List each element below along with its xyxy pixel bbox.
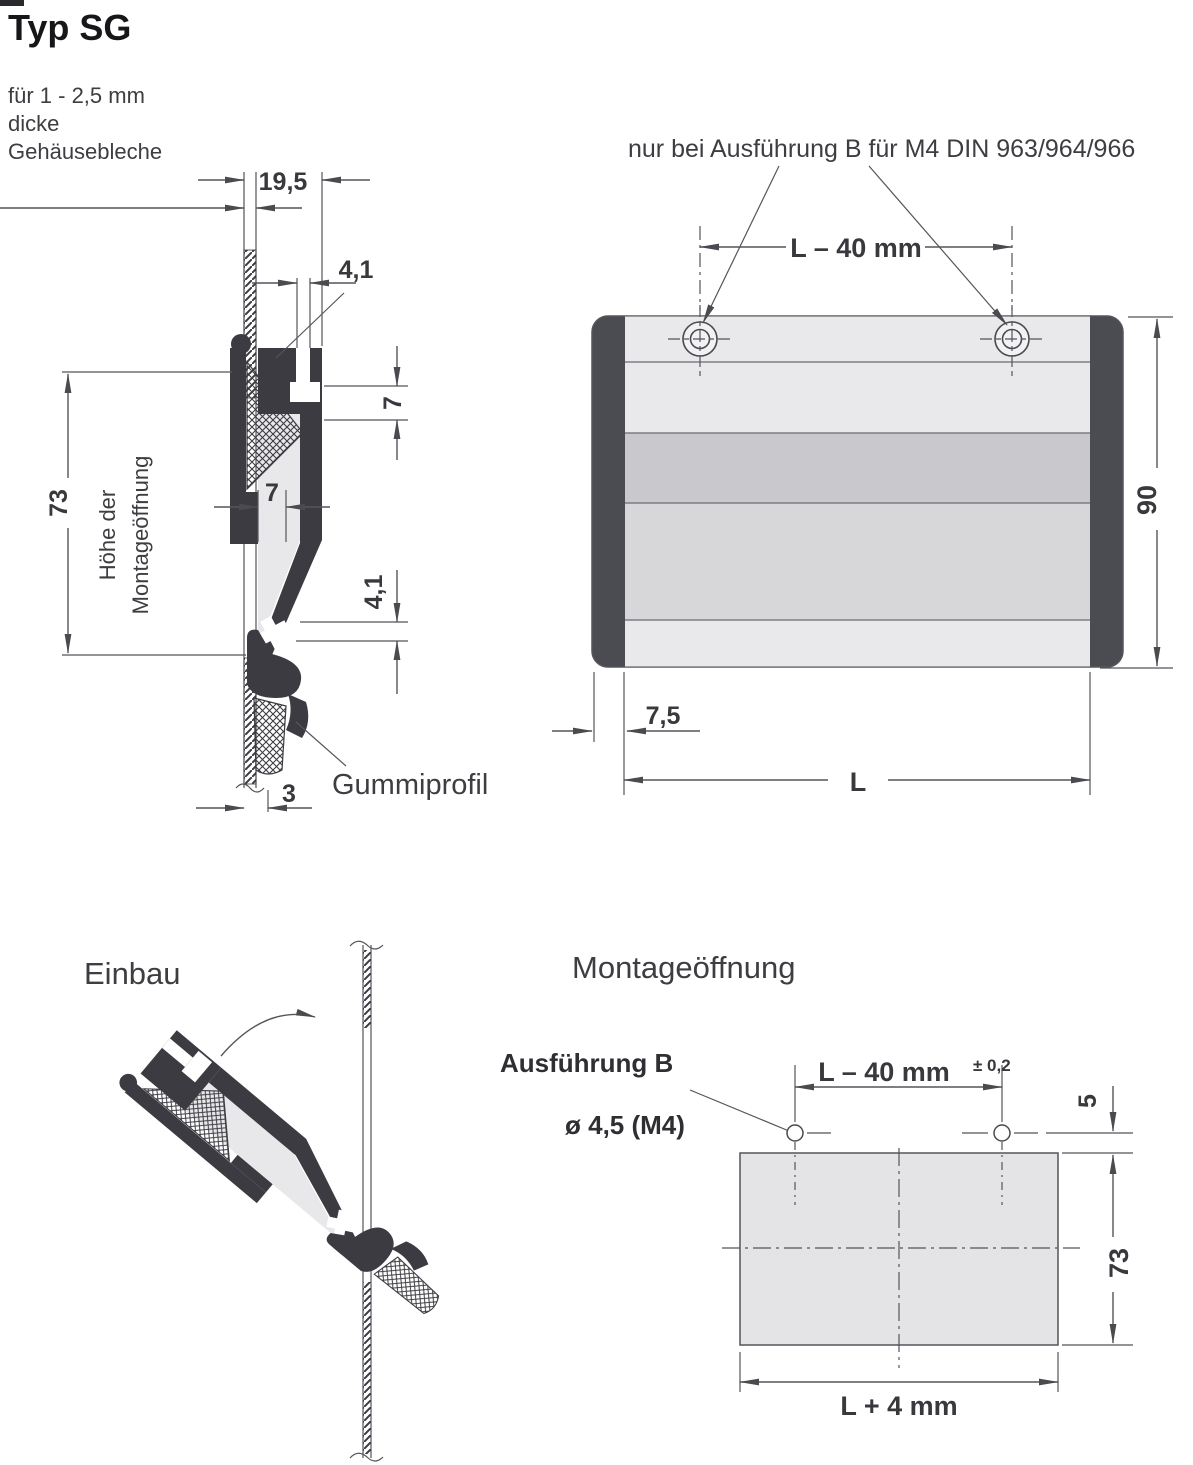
dim-19-5-label: 19,5	[259, 168, 308, 196]
corner-mark	[0, 0, 24, 6]
gummiprofil-callout: Gummiprofil	[295, 721, 488, 801]
screw-hole-left	[668, 305, 732, 376]
dim-90-label: 90	[1132, 485, 1162, 515]
page-header: Typ SG für 1 - 2,5 mm dicke Gehäuseblech…	[0, 0, 162, 164]
dim-3: 3	[196, 780, 312, 812]
tolerance-label: ± 0,2	[973, 1056, 1011, 1075]
montage-heading: Montageöffnung	[572, 950, 796, 985]
dim-l-label: L	[850, 767, 867, 797]
dim-l-minus-40-label: L – 40 mm	[790, 233, 922, 263]
dim-l-plus-4: L + 4 mm	[739, 1352, 1059, 1421]
dim-7-inner: 7	[214, 479, 330, 542]
hoehe-label-line1: Höhe der	[95, 490, 120, 581]
dim-4-1-top: 4,1	[252, 256, 374, 359]
dim-73-label: 73	[45, 489, 73, 517]
diameter-label: ø 4,5 (M4)	[565, 1110, 685, 1140]
dim-4-1-bottom-label: 4,1	[360, 575, 388, 610]
dim-7-inner-label: 7	[265, 479, 279, 507]
handle-band-mid	[625, 503, 1090, 620]
dim-7-5-label: 7,5	[646, 702, 681, 730]
profile-tilted	[114, 1021, 465, 1334]
dim-4-1-top-label: 4,1	[339, 256, 374, 284]
dim-73: 73	[45, 371, 246, 656]
dim-l: L	[623, 672, 1091, 797]
dim-19-5: 19,5	[198, 168, 370, 346]
subtitle-line-1: für 1 - 2,5 mm	[8, 83, 145, 108]
einbau-view: Einbau	[84, 940, 465, 1462]
dim-l-minus-40-bottom: L – 40 mm ± 0,2	[794, 1056, 1011, 1091]
dim-90: 90	[1100, 316, 1173, 669]
einbau-heading: Einbau	[84, 956, 181, 991]
dim-73-bottom: 73	[1062, 1154, 1134, 1346]
drill-hole-right	[962, 1065, 1038, 1205]
dim-l-plus-4-label: L + 4 mm	[840, 1391, 957, 1421]
note-leader-right	[868, 165, 1008, 326]
montage-view: Montageöffnung Ausführung B ø 4,5 (M4) L…	[500, 950, 1134, 1421]
section-view: 19,5 4,1 7 73	[0, 168, 488, 812]
note-leader-left	[702, 165, 780, 324]
dim-5-label: 5	[1074, 1094, 1102, 1108]
hoehe-label-line2: Montageöffnung	[128, 456, 153, 615]
diameter-leader	[689, 1089, 790, 1132]
dim-l-minus-40-bottom-label: L – 40 mm	[818, 1057, 950, 1087]
subtitle-line-3: Gehäusebleche	[8, 139, 162, 164]
dim-7-5: 7,5	[552, 672, 700, 795]
dim-3-label: 3	[282, 780, 296, 808]
dim-7-right-label: 7	[379, 396, 407, 410]
drill-hole-left	[786, 1065, 831, 1205]
screw-hole-right	[980, 305, 1044, 376]
dim-5: 5	[1046, 1086, 1133, 1154]
gummiprofil-label: Gummiprofil	[332, 769, 488, 801]
dim-l-minus-40: L – 40 mm	[699, 226, 1013, 310]
sheet-metal	[235, 172, 265, 793]
ausfuehrung-b-label: Ausführung B	[500, 1048, 673, 1078]
front-note: nur bei Ausführung B für M4 DIN 963/964/…	[628, 135, 1135, 163]
dim-73-bottom-label: 73	[1104, 1248, 1134, 1278]
handle-band-dark	[625, 433, 1090, 503]
einbau-sheet	[349, 940, 384, 1462]
dim-4-1-bottom: 4,1	[296, 570, 408, 694]
front-view: nur bei Ausführung B für M4 DIN 963/964/…	[552, 135, 1173, 797]
page-title: Typ SG	[8, 7, 131, 48]
dim-7-right: 7	[324, 346, 408, 460]
subtitle-line-2: dicke	[8, 111, 59, 136]
rotation-arrow	[220, 1008, 316, 1057]
